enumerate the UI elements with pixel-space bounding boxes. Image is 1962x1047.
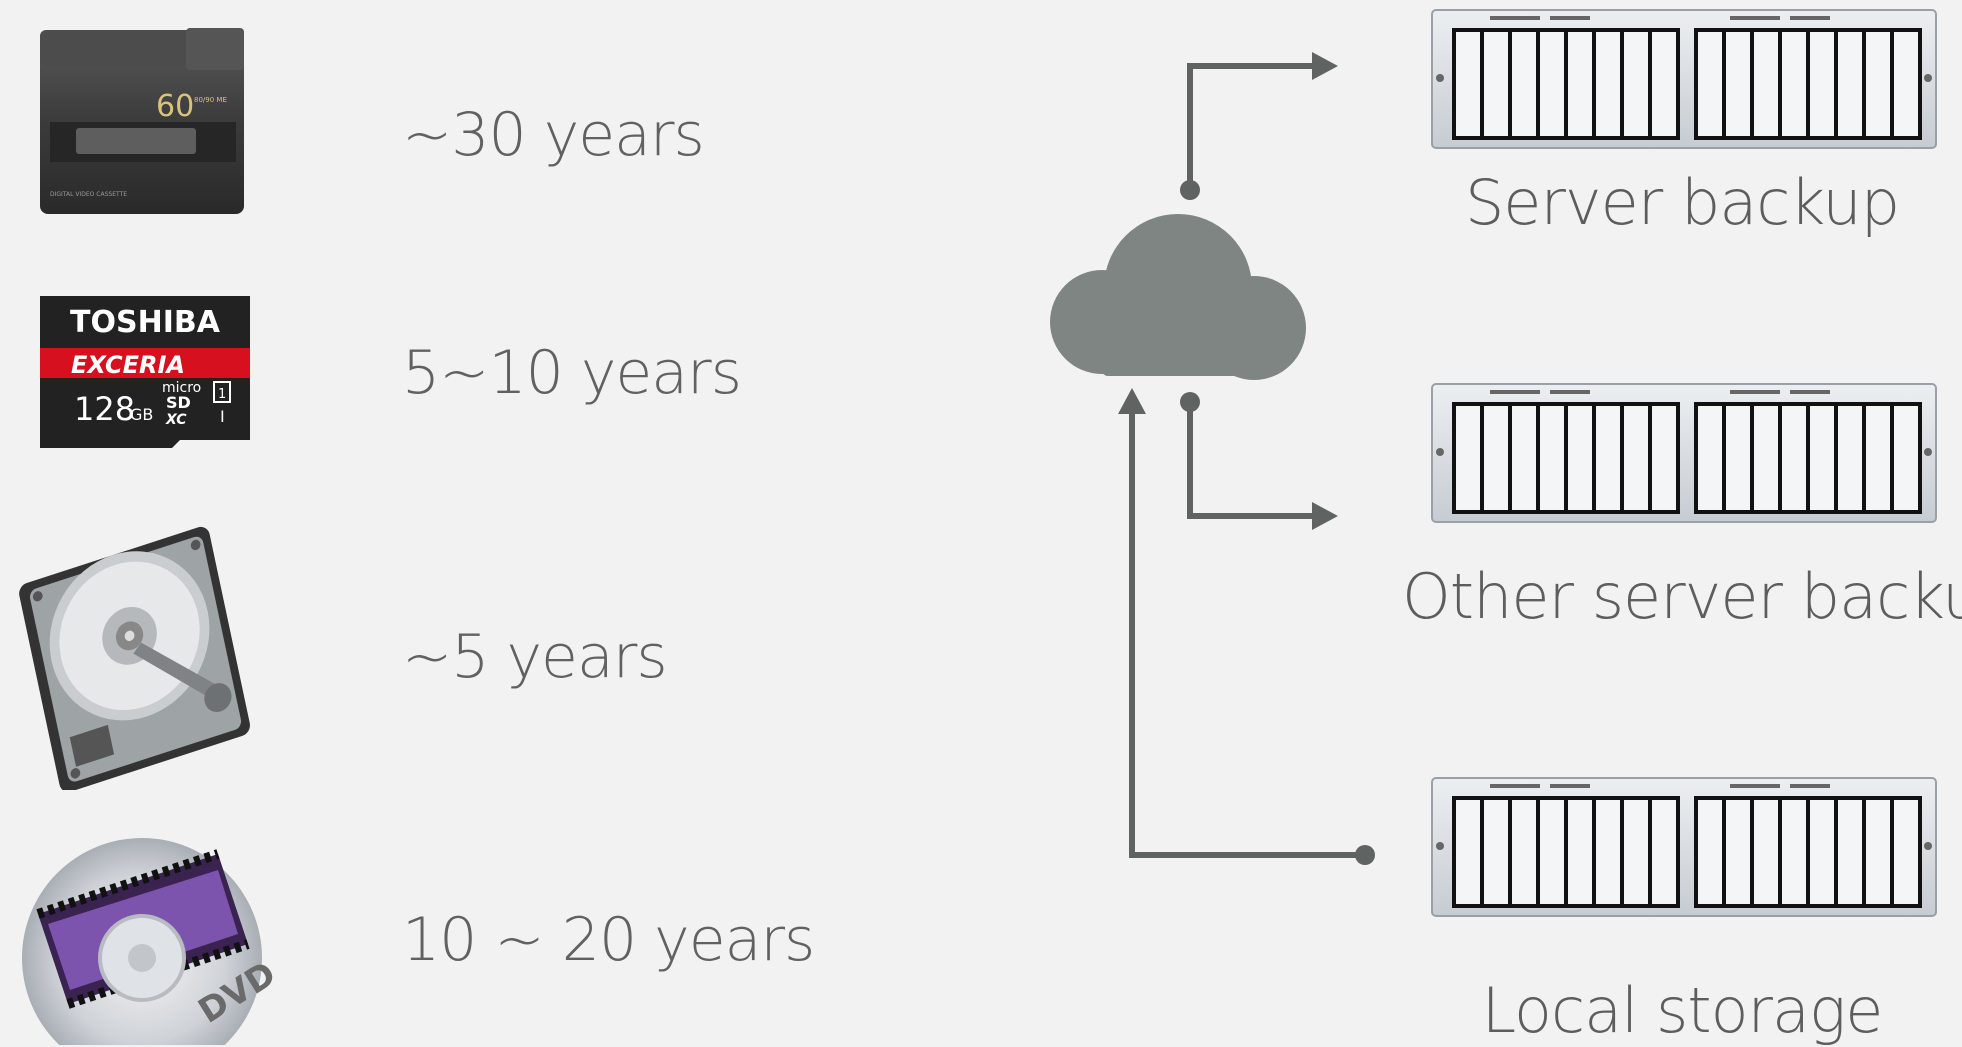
lifespan-label-sd: 5~10 years: [402, 338, 742, 408]
cassette-label-60: 60: [156, 89, 194, 124]
arrowhead-cloud: [1118, 388, 1146, 414]
sd-logo-speed: I: [220, 407, 225, 426]
connector-dot-top: [1180, 180, 1200, 200]
sd-line-text: EXCERIA: [71, 351, 185, 379]
connector-cloud-to-other-backup: [1187, 402, 1312, 519]
lifespan-label-hdd: ~5 years: [402, 622, 668, 692]
connector-dot-local: [1355, 845, 1375, 865]
connector-local-to-cloud: [1129, 400, 1364, 858]
local-storage-label: Local storage: [1481, 974, 1884, 1047]
video-cassette-image: 60 80/90 ME DIGITAL VIDEO CASSETTE: [40, 28, 244, 214]
connector-cloud-to-server-backup: [1187, 63, 1312, 190]
sd-logo-class: 1: [218, 387, 226, 402]
hard-disk-image: [19, 526, 250, 790]
lifespan-label-cassette: ~30 years: [402, 100, 705, 170]
dvd-disc-image: DVD: [22, 838, 276, 1045]
cloud-icon: [1050, 214, 1306, 380]
sd-logo-xc: XC: [165, 412, 187, 428]
lifespan-label-dvd: 10 ~ 20 years: [402, 905, 815, 975]
sd-capacity-unit: GB: [130, 405, 153, 424]
microsd-card-image: TOSHIBA EXCERIA 128 GB micro SD XC 1 I: [40, 296, 250, 448]
sd-brand-text: TOSHIBA: [70, 305, 221, 340]
arrowhead-other-backup: [1312, 502, 1338, 530]
connector-dot-middle: [1180, 392, 1200, 412]
sd-logo-sd: SD: [166, 393, 191, 412]
arrowhead-server-backup: [1312, 52, 1338, 80]
sd-logo-micro: micro: [162, 380, 201, 396]
cassette-side-label: 80/90 ME: [194, 96, 227, 104]
other-server-backup-label: Other server backup: [1402, 560, 1962, 633]
server-rack-icon: [1431, 9, 1937, 149]
cassette-sub-label: DIGITAL VIDEO CASSETTE: [50, 191, 127, 198]
server-rack-icon: [1431, 383, 1937, 523]
sd-capacity-text: 128: [74, 390, 135, 428]
server-backup-label: Server backup: [1464, 166, 1900, 239]
server-rack-icon: [1431, 777, 1937, 917]
